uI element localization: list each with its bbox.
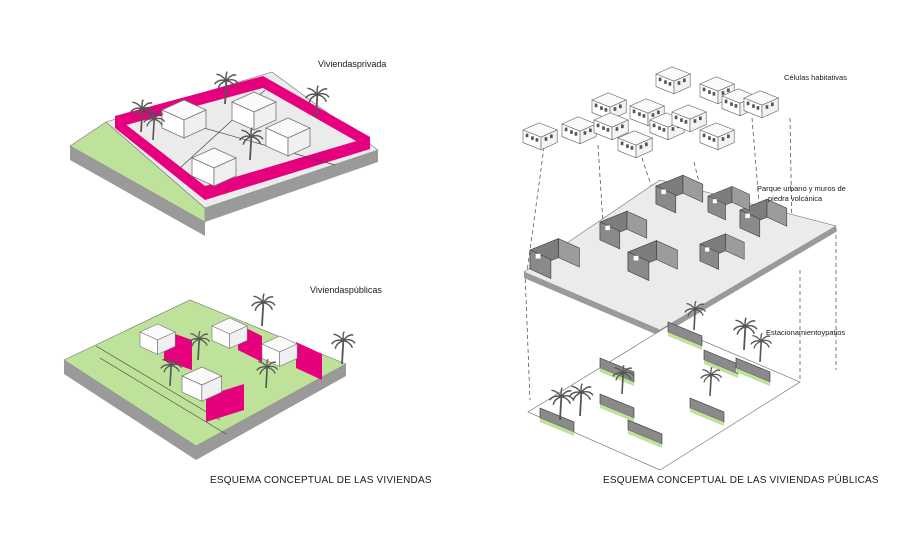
- path-line-1: [95, 345, 221, 421]
- park-slab-side-right: [660, 226, 836, 336]
- guide-line-3: [641, 157, 661, 213]
- guide-line-7: [524, 271, 531, 401]
- lot-base-side: [205, 150, 378, 222]
- parking-slab: [527, 325, 801, 471]
- parking-label: Estacionamientoypatios: [766, 328, 846, 337]
- habitation-cell-10: [561, 116, 597, 145]
- guide-line-6: [789, 117, 793, 231]
- parking-palm-5: [732, 316, 758, 351]
- front-wall: [205, 137, 370, 200]
- left-caption: ESQUEMA CONCEPTUAL DE LAS VIVIENDAS: [210, 475, 432, 486]
- public-wall-3: [296, 342, 322, 380]
- habitation-cell-1: [655, 66, 691, 95]
- cells-label: Células habitativas: [784, 73, 847, 82]
- right-caption: ESQUEMA CONCEPTUAL DE LAS VIVIENDAS PÚBL…: [603, 475, 879, 486]
- park-slab-side-left: [524, 272, 660, 336]
- public-housing-label: Viviendaspúblicas: [310, 285, 382, 295]
- habitation-cell-12: [699, 122, 735, 151]
- guide-line-5: [751, 117, 761, 216]
- parking-palm-6: [749, 332, 773, 363]
- guide-line-1: [526, 139, 546, 273]
- park-label-line2: piedra volcánica: [768, 194, 823, 203]
- exploded-diagram: [523, 117, 837, 471]
- habitation-cell-9: [522, 122, 558, 151]
- public-palm-1: [250, 292, 276, 327]
- public-palm-5: [330, 330, 356, 365]
- path-line-2: [99, 357, 227, 435]
- park-label-line1: Parque urbano y muros de: [757, 184, 846, 193]
- public-lot-side-left: [64, 360, 196, 460]
- private-housing-label: Viviendasprivada: [318, 59, 387, 69]
- left-wall: [115, 116, 205, 200]
- strip-side: [70, 146, 205, 236]
- public-lot-side-right: [196, 364, 346, 460]
